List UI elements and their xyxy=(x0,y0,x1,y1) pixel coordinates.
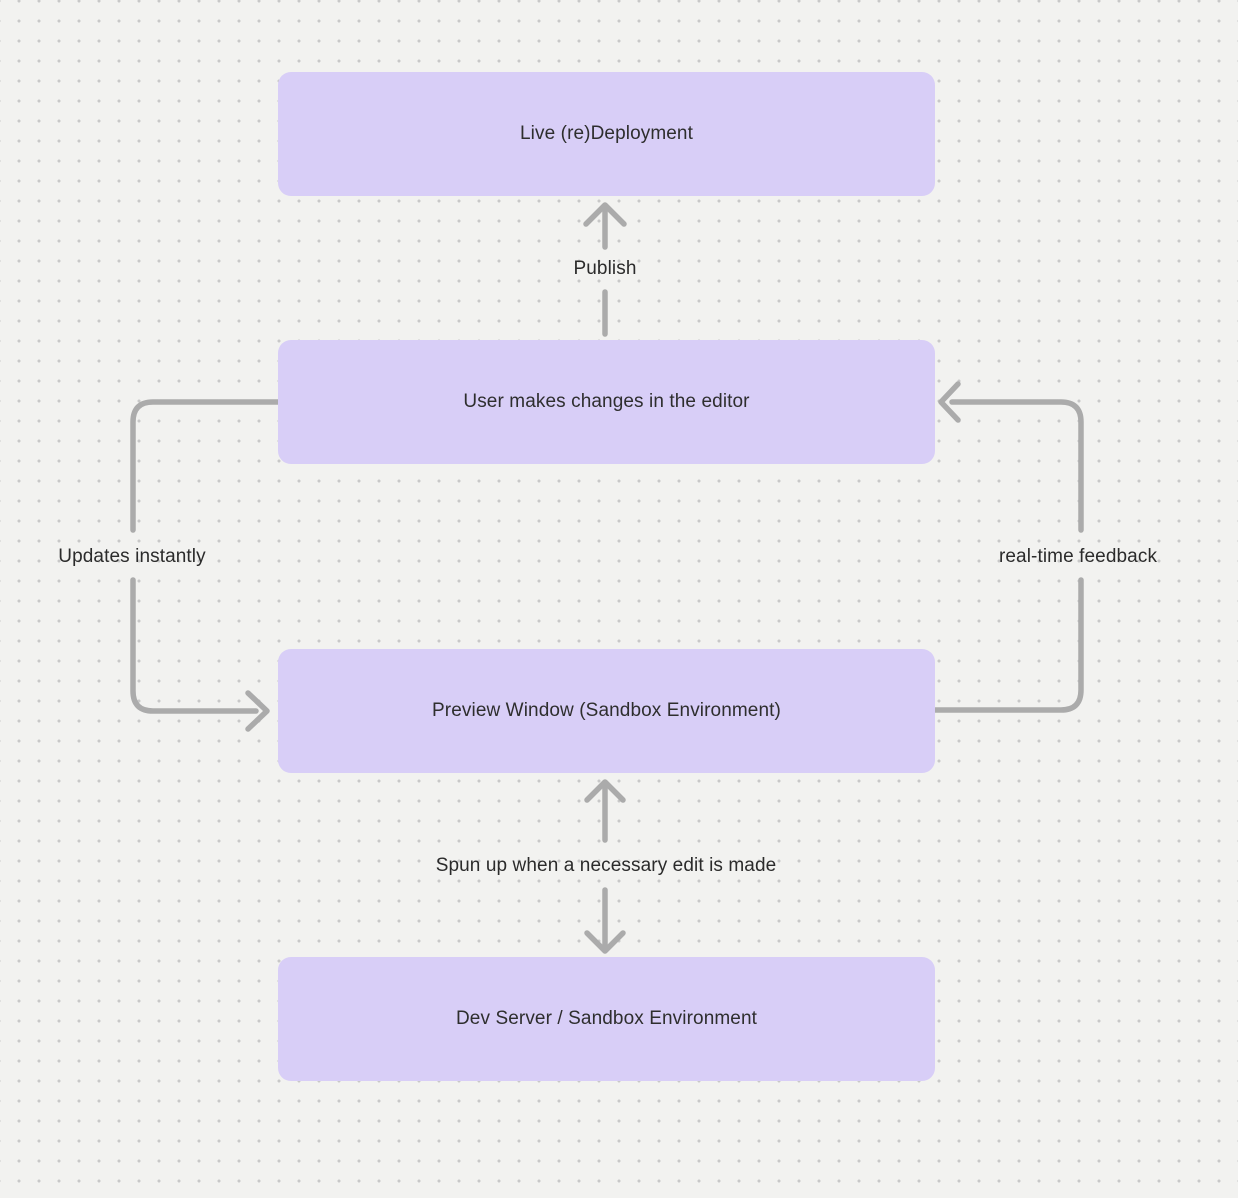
node-dev-server[interactable]: Dev Server / Sandbox Environment xyxy=(278,957,935,1081)
edge-label-spun-up: Spun up when a necessary edit is made xyxy=(435,855,777,876)
node-live-redeployment[interactable]: Live (re)Deployment xyxy=(278,72,935,196)
node-user-editor-label: User makes changes in the editor xyxy=(463,391,750,412)
node-user-editor[interactable]: User makes changes in the editor xyxy=(278,340,935,464)
node-live-redeployment-label: Live (re)Deployment xyxy=(520,123,693,144)
edge-label-real-time-feedback: real-time feedback xyxy=(998,546,1158,567)
node-dev-server-label: Dev Server / Sandbox Environment xyxy=(455,1008,757,1029)
edge-label-publish: Publish xyxy=(573,258,637,279)
node-preview-window-label: Preview Window (Sandbox Environment) xyxy=(432,700,781,721)
edge-label-updates-instantly: Updates instantly xyxy=(58,546,206,567)
node-preview-window[interactable]: Preview Window (Sandbox Environment) xyxy=(278,649,935,773)
